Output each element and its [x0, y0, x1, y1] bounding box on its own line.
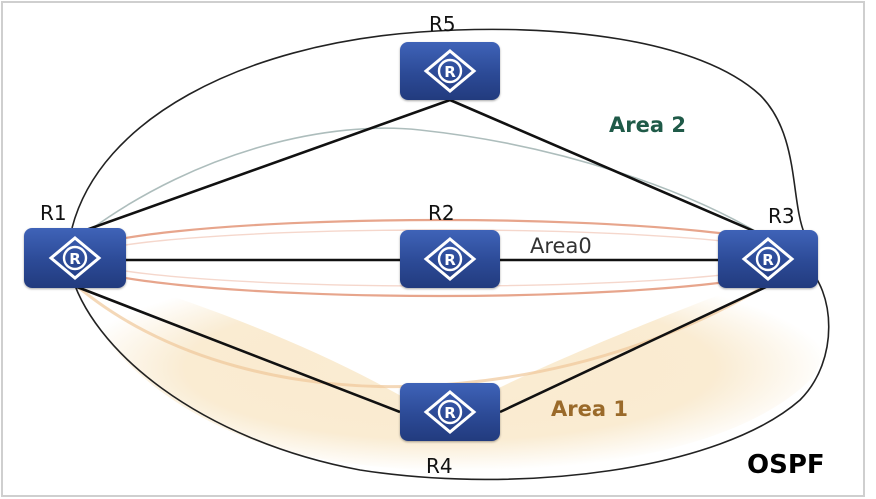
link-r5-r3	[449, 98, 771, 240]
router-icon: R	[423, 237, 477, 281]
area1-region	[70, 265, 831, 472]
router-icon: R	[423, 49, 477, 93]
router-glyph: R	[444, 63, 456, 81]
protocol-label: OSPF	[747, 450, 825, 480]
router-icon: R	[423, 390, 477, 434]
area2-inner-arc	[89, 127, 771, 241]
router-r4[interactable]: R	[400, 383, 500, 441]
link-r1-r5	[71, 98, 451, 237]
router-label-r1: R1	[40, 201, 67, 225]
area2-label: Area 2	[609, 113, 686, 137]
router-r2[interactable]: R	[400, 230, 500, 288]
area0-label: Area0	[530, 234, 592, 258]
router-glyph: R	[762, 251, 774, 269]
router-icon: R	[48, 236, 102, 280]
router-glyph: R	[444, 251, 456, 269]
area2-boundary	[71, 28, 806, 236]
router-icon: R	[741, 237, 795, 281]
router-r5[interactable]: R	[400, 42, 500, 100]
link-r4-r3	[499, 283, 771, 414]
area1-boundary	[69, 264, 830, 481]
router-glyph: R	[69, 250, 81, 268]
router-label-r2: R2	[428, 201, 455, 225]
link-r1-r4	[71, 283, 401, 414]
router-label-r4: R4	[426, 454, 453, 478]
router-r1[interactable]: R	[24, 228, 126, 288]
router-r3[interactable]: R	[718, 230, 818, 288]
router-glyph: R	[444, 404, 456, 422]
area1-label: Area 1	[551, 397, 628, 421]
router-label-r5: R5	[429, 12, 456, 36]
router-label-r3: R3	[768, 204, 795, 228]
